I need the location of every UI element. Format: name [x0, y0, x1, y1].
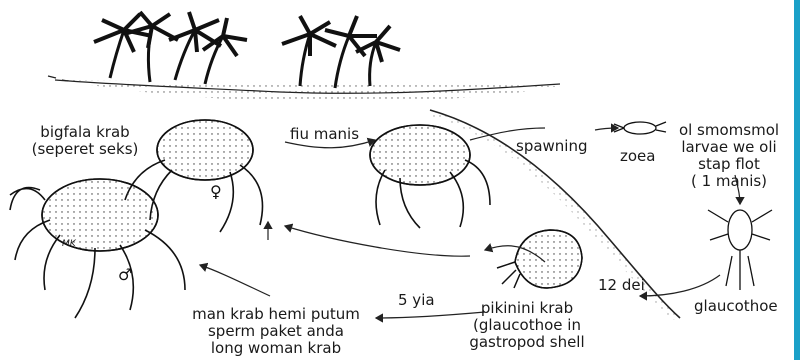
spawning-label: spawning [516, 138, 588, 155]
larvae-label: ol smomsmol larvae we oli stap flot ( 1 … [664, 122, 794, 190]
accent-edge-bar [794, 0, 800, 360]
juvenile-crab-label: pikinini krab (glaucothoe in gastropod s… [462, 300, 592, 351]
glaucothoe-label: glaucothoe [694, 298, 778, 315]
palm-trees-left [94, 12, 247, 84]
male-transfer-label-line3: long woman krab [176, 340, 376, 357]
male-transfer-label-line2: sperm paket anda [176, 323, 376, 340]
male-transfer-label: man krab hemi putum sperm paket anda lon… [176, 306, 376, 357]
five-years-label: 5 yia [398, 292, 435, 309]
svg-text:♂: ♂ [118, 265, 132, 284]
mating-crab-illustration [370, 125, 490, 228]
larvae-label-line3: stap flot [664, 156, 794, 173]
adult-crab-label-line1: bigfala krab [20, 124, 150, 141]
adult-crab-label-line2: (seperet seks) [20, 141, 150, 158]
juvenile-crab-label-line3: gastropod shell [462, 334, 592, 351]
juvenile-crab-shell-illustration [497, 230, 582, 288]
zoea-label: zoea [620, 148, 655, 165]
male-transfer-label-line1: man krab hemi putum [176, 306, 376, 323]
juvenile-crab-label-line1: pikinini krab [462, 300, 592, 317]
larvae-label-line4: ( 1 manis) [664, 173, 794, 190]
palm-trees-right [282, 16, 400, 88]
svg-text:♀: ♀ [210, 182, 222, 201]
artist-signature: MK [62, 236, 76, 253]
juvenile-crab-label-line2: (glaucothoe in [462, 317, 592, 334]
twelve-days-label: 12 dei [598, 277, 645, 294]
larvae-label-line2: larvae we oli [664, 139, 794, 156]
larvae-label-line1: ol smomsmol [664, 122, 794, 139]
adult-crab-label: bigfala krab (seperet seks) [20, 124, 150, 158]
zoea-larva-illustration [614, 122, 666, 134]
five-months-label: fiu manis [290, 126, 359, 143]
glaucothoe-illustration [708, 210, 772, 290]
